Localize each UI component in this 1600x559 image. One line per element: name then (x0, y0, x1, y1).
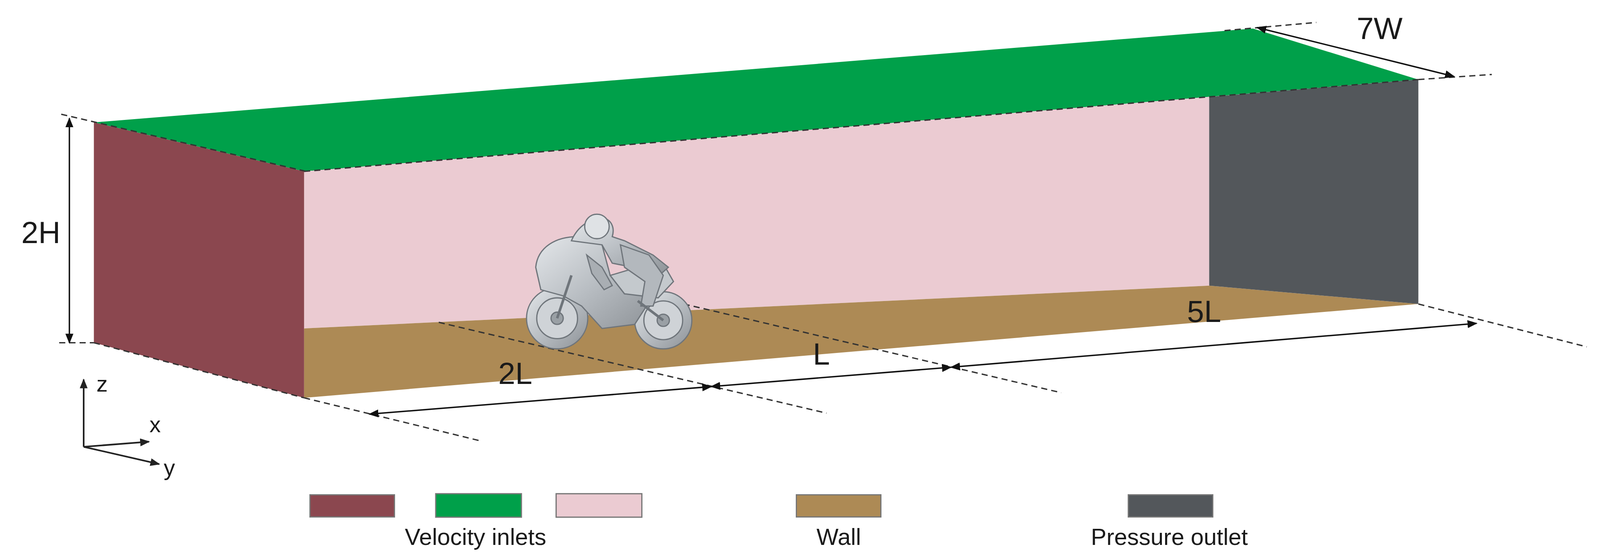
legend-text: Velocity inlets (404, 525, 546, 549)
dashed-edges (59, 22, 1587, 441)
dimension-label: 2H (21, 217, 61, 248)
legend-swatch (1127, 494, 1214, 518)
dimension-label: 5L (1187, 296, 1222, 327)
axis-triad (83, 379, 160, 464)
dimension-label: 7W (1356, 13, 1403, 44)
axis-label: x (149, 413, 161, 436)
outlet-face (1209, 79, 1419, 305)
axis-label: z (96, 372, 108, 396)
legend-swatch-top-inlet (435, 493, 522, 517)
legend-text: Wall (816, 525, 862, 549)
motorcycle-model (526, 214, 692, 349)
dimension-label: L (813, 338, 830, 370)
legend-swatch (309, 494, 396, 518)
legend-text: Pressure outlet (1091, 525, 1248, 549)
dimension-label: 2L (498, 358, 533, 389)
dimension-arrows (69, 27, 1477, 414)
axis-label: y (163, 456, 176, 479)
legend-swatch-side-inlet (555, 493, 642, 517)
legend-swatch (795, 494, 882, 518)
